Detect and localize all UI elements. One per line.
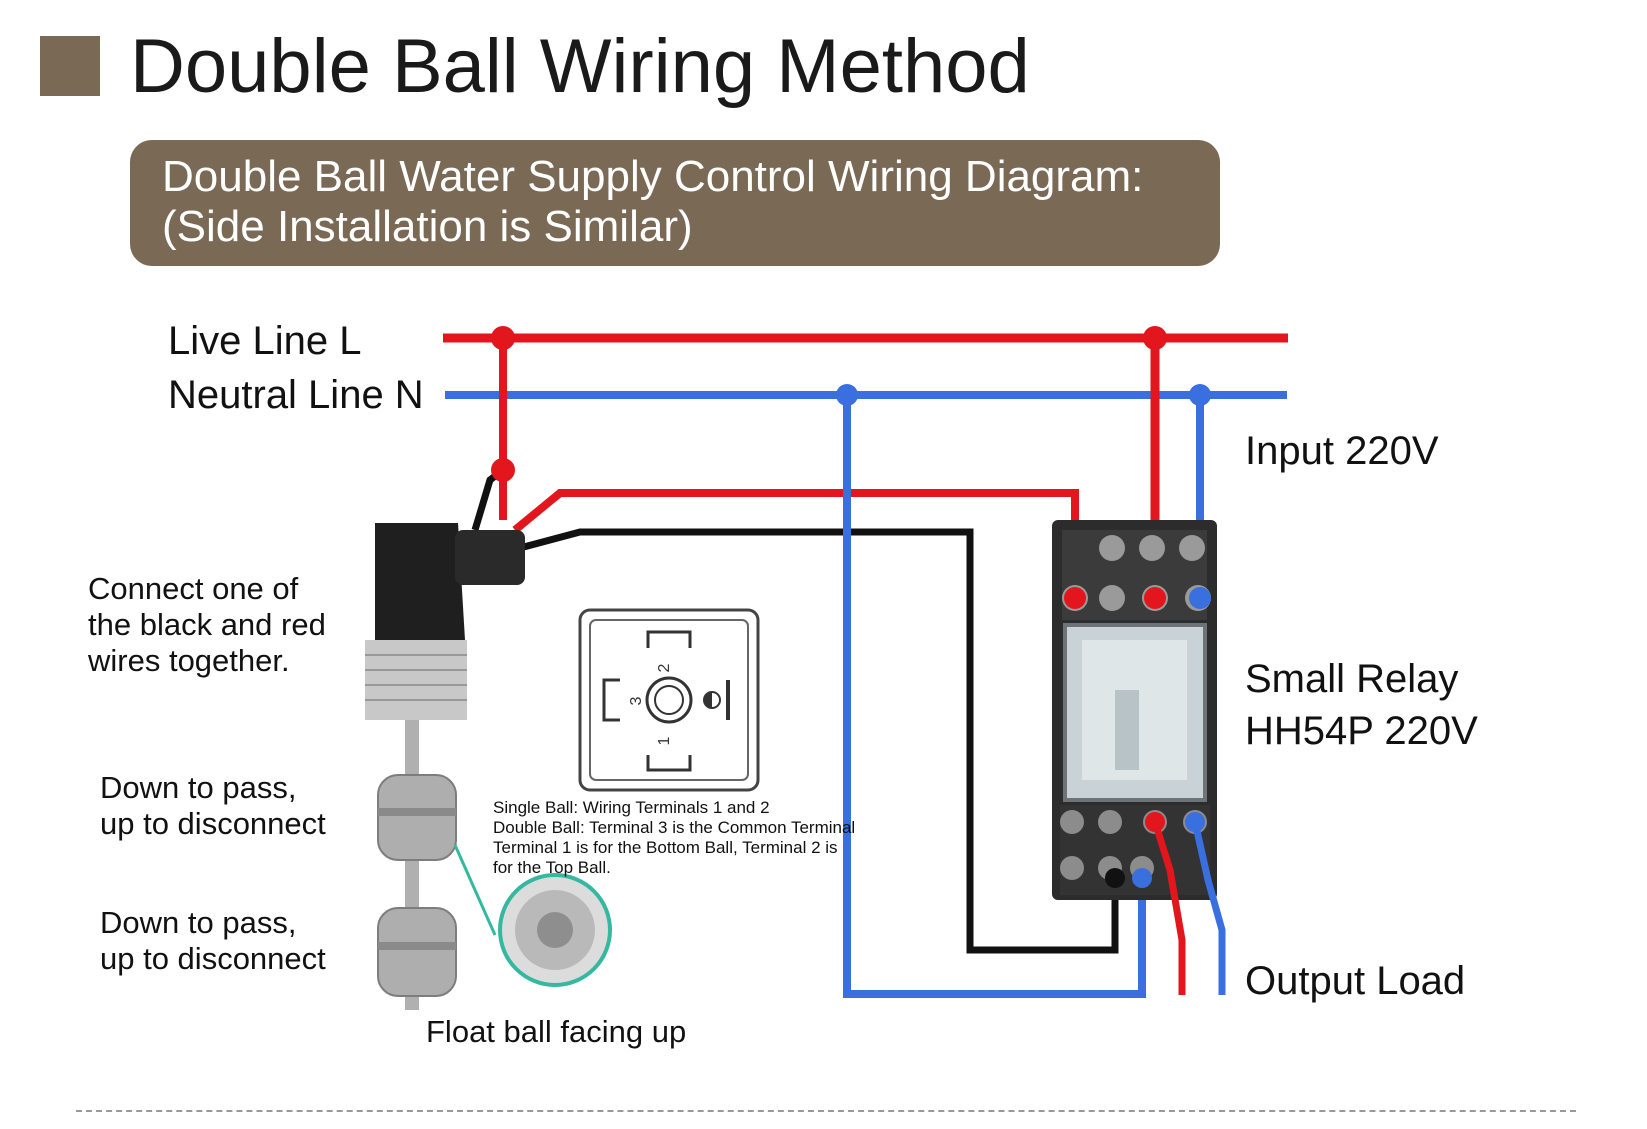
connect-note-line-3: wires together. — [88, 643, 290, 678]
float-facing-label: Float ball facing up — [426, 1014, 687, 1049]
relay-terminal-dot — [1064, 587, 1086, 609]
connect-note-line-2: the black and red — [88, 607, 326, 642]
relay-terminal-dot — [1132, 868, 1152, 888]
float-ball-top-view-icon — [498, 873, 612, 987]
relay-terminal-dot — [1185, 812, 1205, 832]
terminal-note-line-1: Single Ball: Wiring Terminals 1 and 2 — [493, 798, 770, 817]
relay-terminal-dot — [1189, 587, 1211, 609]
top-ball-note-line-2: up to disconnect — [100, 806, 326, 841]
terminal-note-line-4: for the Top Ball. — [493, 858, 611, 877]
subtitle-line-1: Double Ball Water Supply Control Wiring … — [162, 152, 1144, 201]
output-red-wire — [1151, 820, 1186, 995]
relay-name-label: Small Relay — [1245, 657, 1459, 701]
neutral-junction-dot — [836, 384, 858, 406]
subtitle-text: Double Ball Water Supply Control Wiring … — [162, 152, 1143, 252]
live-junction-dot — [491, 326, 515, 350]
terminal-note-line-3: Terminal 1 is for the Bottom Ball, Termi… — [493, 838, 838, 857]
float-switch-icon — [365, 523, 525, 1010]
sensor-junction-dot — [491, 458, 515, 482]
output-blue-wire — [1191, 821, 1226, 995]
live-junction-dot — [1143, 326, 1167, 350]
relay-terminal-dot — [1105, 868, 1125, 888]
connect-note-line-1: Connect one of — [88, 571, 299, 606]
footer-divider — [76, 1110, 1576, 1112]
relay-terminal-dot — [1144, 587, 1166, 609]
terminal-number-2: 2 — [656, 663, 673, 672]
neutral-output-wire — [843, 395, 1146, 998]
live-line-label: Live Line L — [168, 319, 362, 363]
bottom-ball-note-line-1: Down to pass, — [100, 905, 297, 940]
terminal-number-3: 3 — [628, 696, 645, 705]
relay-icon — [1052, 520, 1217, 900]
terminal-note-line-2: Double Ball: Terminal 3 is the Common Te… — [493, 818, 856, 837]
bottom-ball-note-line-2: up to disconnect — [100, 941, 326, 976]
relay-model-label: HH54P 220V — [1245, 709, 1478, 753]
connector-terminal-icon — [578, 608, 760, 792]
neutral-junction-dot — [1189, 384, 1211, 406]
subtitle-banner: Double Ball Water Supply Control Wiring … — [130, 140, 1220, 266]
page-title: Double Ball Wiring Method — [130, 24, 1030, 109]
neutral-line-label: Neutral Line N — [168, 373, 424, 417]
terminal-number-1: 1 — [656, 736, 673, 745]
sensor-red-wire — [512, 489, 1079, 598]
input-label: Input 220V — [1245, 429, 1439, 473]
sensor-black-wire — [519, 528, 1119, 954]
subtitle-line-2: (Side Installation is Similar) — [162, 202, 693, 251]
terminal-note: Single Ball: Wiring Terminals 1 and 2 Do… — [493, 798, 855, 878]
output-load-label: Output Load — [1245, 959, 1466, 1003]
relay-terminal-dot — [1145, 812, 1165, 832]
float-pointer-line — [453, 844, 497, 936]
top-ball-note-line-1: Down to pass, — [100, 770, 297, 805]
title-square-icon — [40, 36, 100, 96]
